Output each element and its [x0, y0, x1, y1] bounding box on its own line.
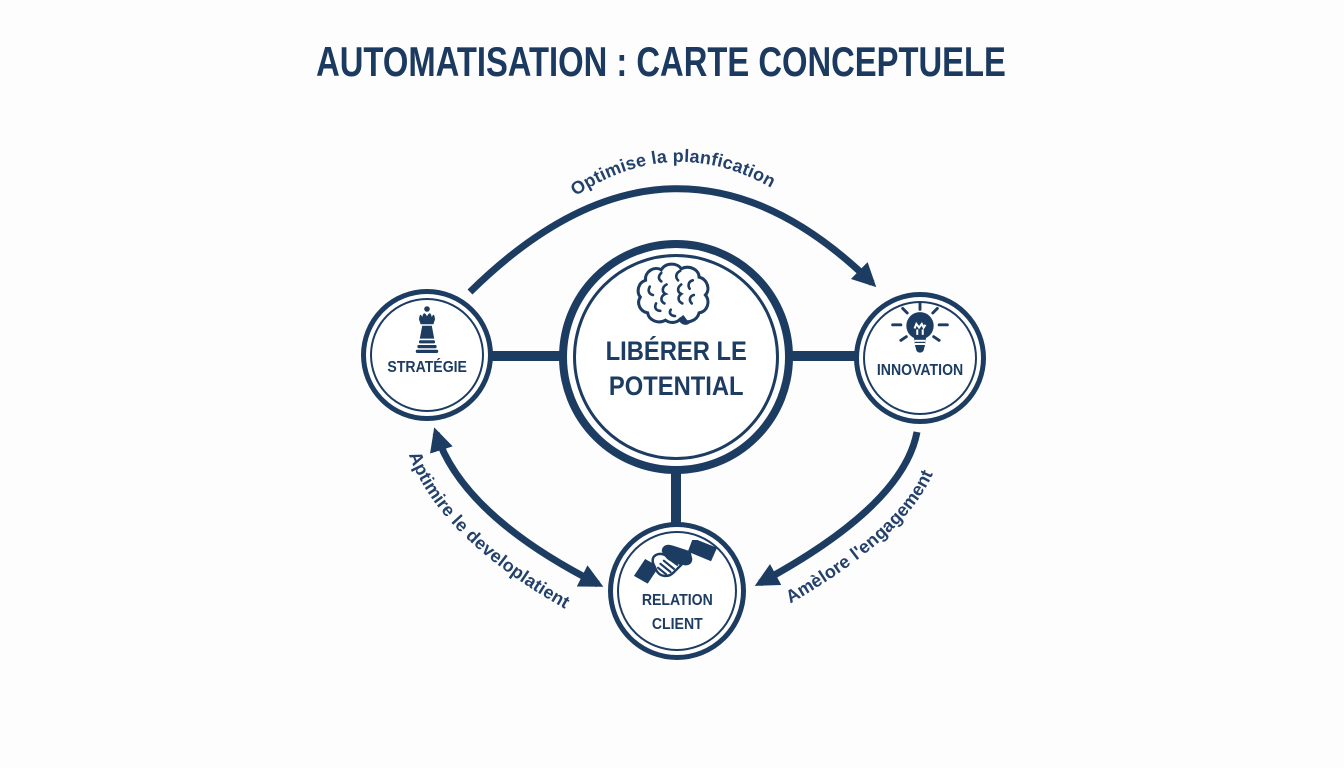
handshake-icon — [633, 540, 718, 584]
node-client-label: RELATION CLIENT — [641, 592, 713, 633]
chess-piece-icon — [415, 306, 439, 353]
node-strategie: STRATÉGIE — [361, 289, 493, 421]
page-title: AUTOMATISATION : CARTE CONCEPTUELE — [316, 38, 1006, 85]
edge-right-label: Amèlore l'engagement — [782, 467, 937, 607]
edge-left-label: Aptimire le developlatient — [405, 449, 573, 613]
node-relation-client: RELATION CLIENT — [608, 522, 746, 660]
edge-right-arc — [754, 431, 921, 587]
node-innovation-label: INNOVATION — [876, 362, 964, 379]
node-strategy-label: STRATÉGIE — [387, 359, 467, 376]
brain-icon — [636, 262, 710, 325]
node-innovation: INNOVATION — [854, 292, 986, 424]
node-liberer-le-potential: LIBÉRER LE POTENTIAL — [559, 240, 793, 474]
lightbulb-icon — [891, 301, 949, 353]
edge-left-arc — [430, 427, 604, 588]
edge-top-arc — [467, 185, 877, 295]
node-center-label: LIBÉRER LE POTENTIAL — [605, 336, 747, 401]
